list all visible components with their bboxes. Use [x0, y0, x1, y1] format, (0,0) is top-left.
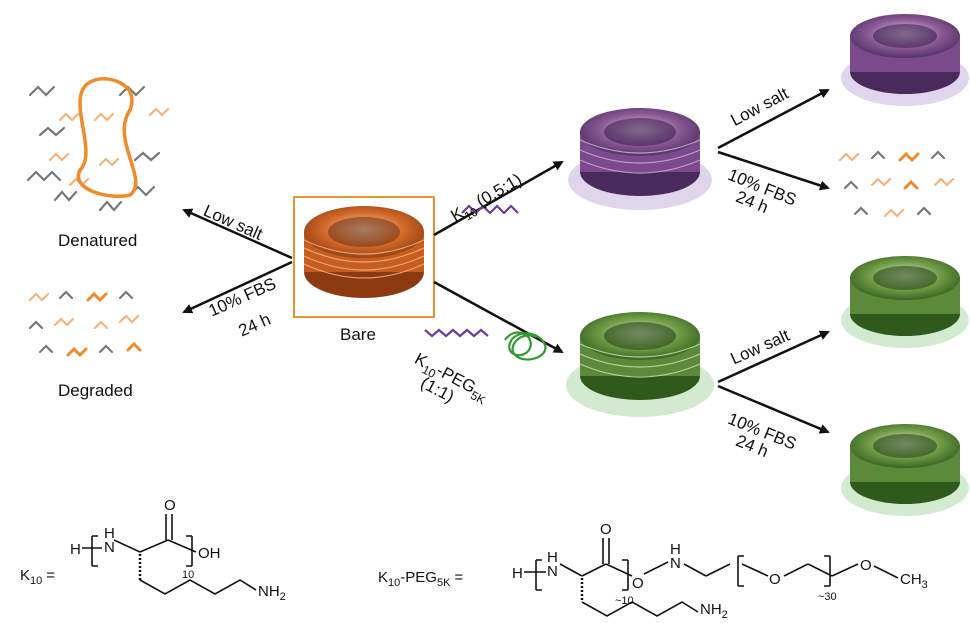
- k10-repeat: 10: [182, 569, 194, 581]
- arrow-peg-low-salt: [717, 330, 830, 384]
- arrow-k10-low-salt: [717, 88, 830, 150]
- bare-label: Bare: [340, 325, 376, 344]
- peg-h: H: [512, 565, 523, 582]
- k10-degraded-fragments-icon: [838, 150, 955, 218]
- denatured-strands-icon: [26, 77, 170, 212]
- peg-o-ether: O: [769, 571, 781, 588]
- arrow-k10-fbs: [717, 150, 830, 191]
- k10-origami-intact-icon: [841, 14, 969, 106]
- arrow-to-degraded: [182, 260, 293, 314]
- peg-origami-intact-low-salt-icon: [841, 256, 969, 348]
- peg-o-methoxy: O: [860, 557, 872, 574]
- k10-oh: OH: [198, 545, 221, 562]
- peg-nh: H: [547, 549, 558, 566]
- peg-origami-icon: [566, 312, 714, 417]
- k10-o: O: [164, 497, 176, 514]
- peg-o-ester: O: [632, 575, 644, 592]
- k10-h: H: [70, 541, 81, 558]
- k10-label: K10=: [20, 567, 55, 587]
- k10-peg-strand-icon: [424, 328, 547, 361]
- peg-repeat-10: ~10: [615, 595, 634, 607]
- arrow-peg-fbs: [717, 384, 830, 434]
- k10-nh2: NH2: [258, 583, 286, 603]
- peg-o-carbonyl: O: [600, 521, 612, 538]
- k10-structure: [82, 514, 257, 595]
- k10-origami-icon: [568, 108, 712, 210]
- degraded-label: Degraded: [58, 381, 133, 400]
- peg-origami-intact-fbs-icon: [841, 424, 969, 516]
- k10-n: N: [104, 539, 115, 556]
- bare-origami-icon: [303, 206, 425, 298]
- k10-nh: H: [104, 525, 115, 542]
- k10-peg-label: K10-PEG5K=: [378, 569, 463, 589]
- arrow-to-k10: [433, 160, 564, 237]
- degraded-fragments-icon: [28, 290, 142, 358]
- peg-ch3: CH3: [900, 571, 928, 591]
- denatured-label: Denatured: [58, 231, 138, 250]
- k10-strand-icon: [461, 204, 519, 215]
- peg-nh2: NH2: [700, 601, 728, 621]
- arrow-to-peg: [433, 280, 564, 354]
- peg-repeat-30: ~30: [818, 591, 837, 603]
- arrow-to-denatured: [182, 208, 293, 260]
- k10-peg-structure: [524, 538, 899, 617]
- peg-n: N: [547, 563, 558, 580]
- peg-nh-link-h: H: [670, 541, 681, 558]
- bare-frame: [293, 196, 435, 318]
- peg-nh-link-n: N: [670, 555, 681, 572]
